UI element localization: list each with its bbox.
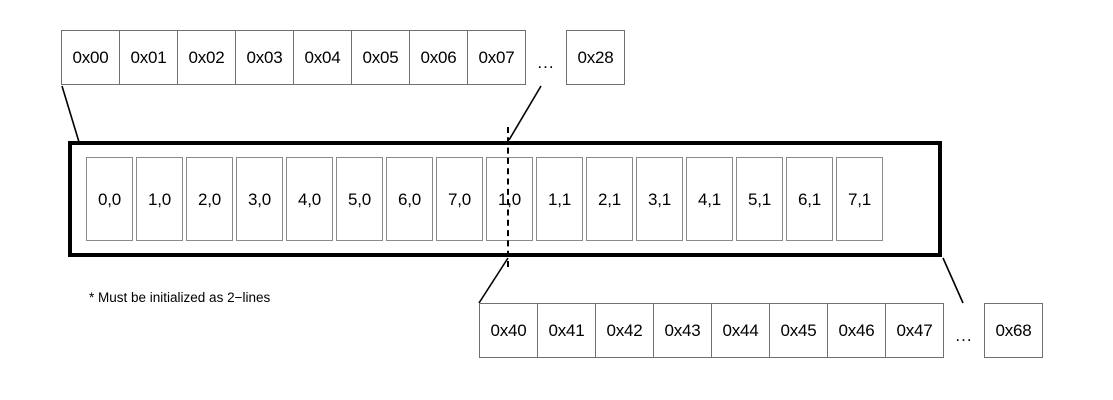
word-cell: 2,1 [586, 157, 633, 241]
word-cell: 6,0 [386, 157, 433, 241]
address-cell: 0x04 [293, 30, 352, 85]
address-cell: 0x40 [479, 303, 538, 358]
word-cell: 4,1 [686, 157, 733, 241]
word-cell: 1,0 [486, 157, 533, 241]
word-cell: 2,0 [186, 157, 233, 241]
bottom-address-row: 0x40 0x41 0x42 0x43 0x44 0x45 0x46 0x47 … [479, 303, 1043, 358]
word-cell: 7,1 [836, 157, 883, 241]
word-cell: 5,1 [736, 157, 783, 241]
word-cell: 7,0 [436, 157, 483, 241]
address-cell: 0x01 [119, 30, 178, 85]
address-cell: 0x00 [61, 30, 120, 85]
ellipsis-bottom: ... [955, 326, 973, 345]
caption-note: * Must be initialized as 2−lines [89, 290, 271, 305]
address-cell: 0x45 [769, 303, 828, 358]
word-cell: 1,0 [136, 157, 183, 241]
word-cell: 3,1 [636, 157, 683, 241]
cache-line-words: 0,0 1,0 2,0 3,0 4,0 5,0 6,0 7,0 1,0 1,1 … [86, 157, 883, 241]
line-split-divider [507, 127, 509, 267]
cache-line-box: 0,0 1,0 2,0 3,0 4,0 5,0 6,0 7,0 1,0 1,1 … [68, 141, 942, 257]
address-cell: 0x02 [177, 30, 236, 85]
address-cell: 0x42 [595, 303, 654, 358]
address-cell-tail: 0x68 [984, 303, 1043, 358]
ellipsis-top: ... [537, 53, 555, 72]
word-cell: 6,1 [786, 157, 833, 241]
word-cell: 0,0 [86, 157, 133, 241]
address-cell: 0x07 [467, 30, 526, 85]
word-cell: 1,1 [536, 157, 583, 241]
address-cell: 0x44 [711, 303, 770, 358]
address-cell: 0x47 [885, 303, 944, 358]
address-cell: 0x06 [409, 30, 468, 85]
word-cell: 3,0 [236, 157, 283, 241]
address-cell: 0x46 [827, 303, 886, 358]
address-cell: 0x41 [537, 303, 596, 358]
word-cell: 5,0 [336, 157, 383, 241]
word-cell: 4,0 [286, 157, 333, 241]
top-address-row: 0x00 0x01 0x02 0x03 0x04 0x05 0x06 0x07 … [61, 30, 625, 85]
address-cell-tail: 0x28 [566, 30, 625, 85]
address-cell: 0x43 [653, 303, 712, 358]
